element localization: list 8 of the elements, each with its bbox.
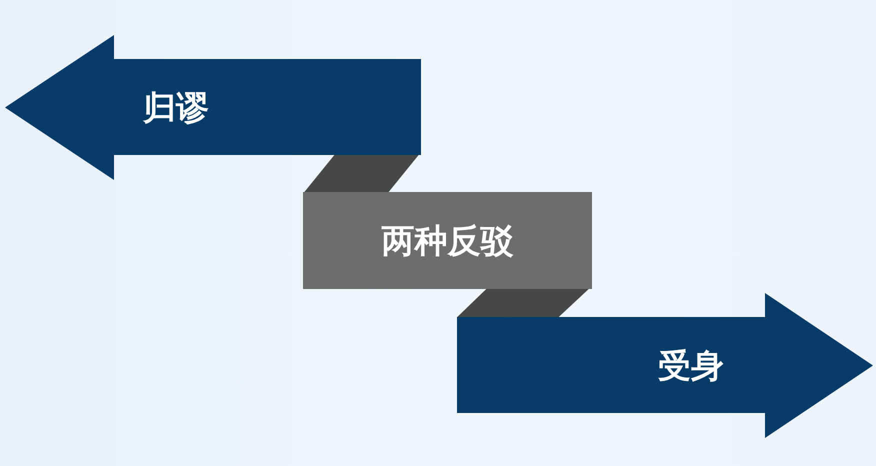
right-arrow-shape: [457, 293, 873, 438]
arrow-label: 受身: [658, 348, 724, 382]
connector-band: [456, 288, 590, 318]
box-label: 两种反驳: [382, 224, 514, 257]
arrow-label: 归谬: [143, 90, 209, 124]
connector-band: [304, 154, 420, 192]
process-box: [303, 192, 592, 289]
left-arrow-shape: [5, 35, 421, 180]
